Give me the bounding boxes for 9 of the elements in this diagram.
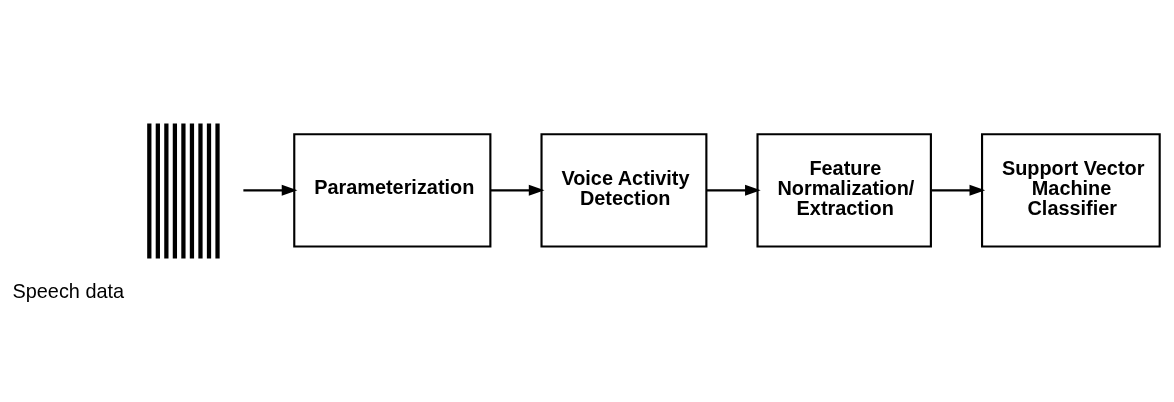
arrow [706, 184, 761, 196]
node-label: Speech data [12, 279, 125, 302]
node-box: Support Vector Machine Classifier [981, 133, 1161, 248]
node-box: Feature Normalization/ Extraction [756, 133, 932, 248]
arrow [931, 184, 986, 196]
node-box: Voice Activity Detection [540, 133, 708, 248]
node-box: Parameterization [293, 133, 492, 248]
arrow [243, 184, 298, 196]
arrow [490, 184, 545, 196]
